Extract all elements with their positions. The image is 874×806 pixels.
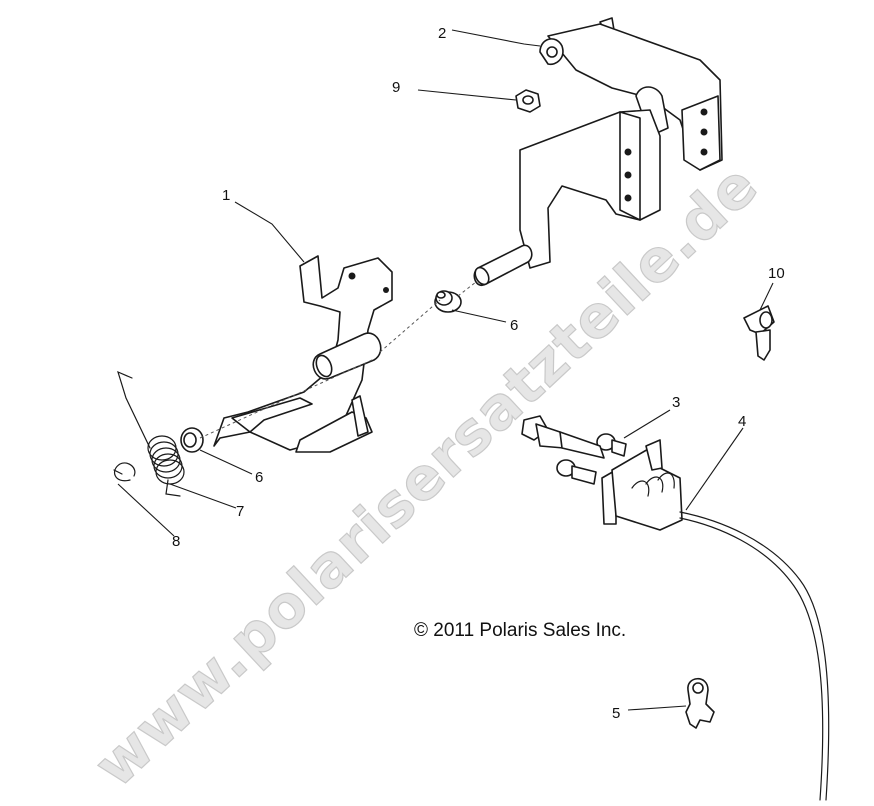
callout-6-lower: 6 <box>255 469 263 486</box>
callout-4: 4 <box>738 413 746 430</box>
part-5-push-clip <box>685 677 715 729</box>
part-8-e-clip <box>113 462 136 482</box>
leader-lines <box>117 29 774 711</box>
callout-8: 8 <box>172 533 180 550</box>
part-7-spring <box>117 370 185 497</box>
callout-3: 3 <box>672 394 680 411</box>
part-1-pedal-arm <box>213 255 393 453</box>
part-9-nut <box>515 89 541 113</box>
callout-6-upper: 6 <box>510 317 518 334</box>
part-6-bushing-lower <box>180 427 204 453</box>
part-4-cable <box>521 415 830 801</box>
callout-9: 9 <box>392 79 400 96</box>
callout-7: 7 <box>236 503 244 520</box>
callout-2: 2 <box>438 25 446 42</box>
callout-5: 5 <box>612 705 620 722</box>
callout-10: 10 <box>768 265 785 282</box>
assembly-axis-line <box>199 281 477 439</box>
part-3-bolts <box>556 433 627 485</box>
callouts: 1 2 3 4 5 6 6 7 8 9 10 <box>172 25 785 722</box>
part-10-clip <box>743 305 775 361</box>
callout-1: 1 <box>222 187 230 204</box>
copyright-text: © 2011 Polaris Sales Inc. <box>414 620 626 641</box>
part-2-bracket <box>473 17 723 287</box>
part-6-bushing-upper <box>434 290 462 313</box>
